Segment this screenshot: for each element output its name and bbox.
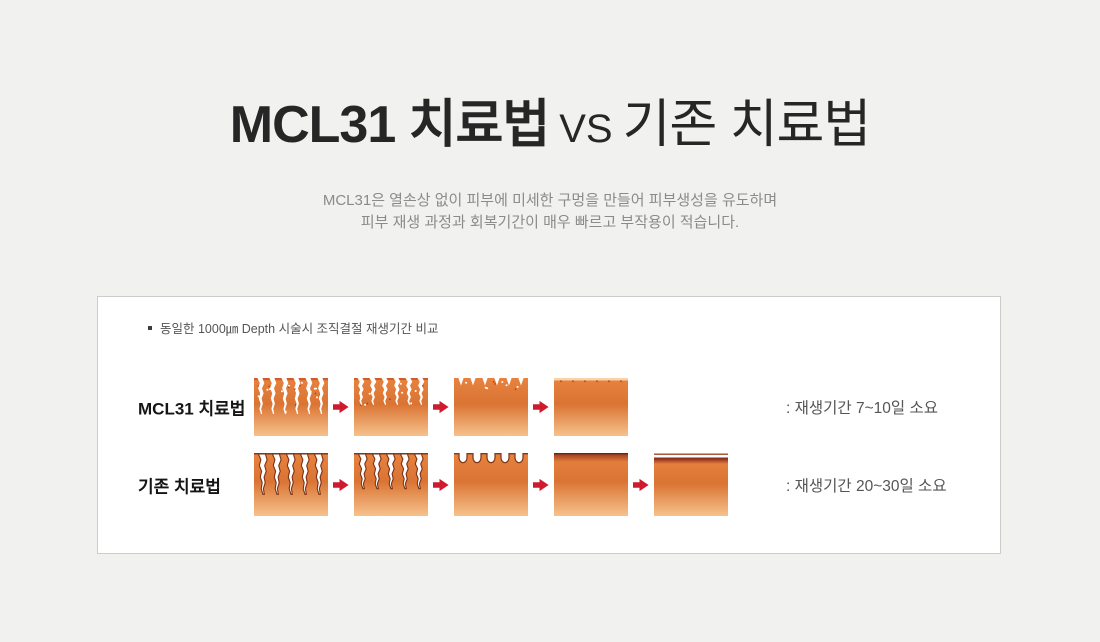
- arrow-right-icon: [428, 378, 454, 436]
- arrow-right-icon: [528, 453, 554, 516]
- skin-stage-healed-smooth: [554, 378, 628, 436]
- arrow-right-icon: [428, 453, 454, 516]
- arrow-right-icon: [328, 378, 354, 436]
- comparison-note-text: 동일한 1000㎛ Depth 시술시 조직결절 재생기간 비교: [160, 322, 439, 336]
- square-bullet-icon: [148, 325, 152, 330]
- treatment-row: 기존 치료법 : 재생기간 20~30일 소요: [98, 453, 1000, 516]
- skin-stage-peeling-crust: [654, 453, 728, 516]
- skin-stage-burn-channels-medium: [354, 453, 428, 516]
- row-label: MCL31 치료법: [138, 399, 246, 419]
- arrow-right-icon: [328, 453, 354, 516]
- skin-stage-micro-holes-healing: [454, 378, 528, 436]
- row-label: 기존 치료법: [138, 477, 221, 496]
- row-result: : 재생기간 7~10일 소요: [786, 400, 938, 417]
- title-existing-treatment: 기존 치료법: [622, 96, 872, 154]
- skin-stage-burn-notches-shallow: [454, 453, 528, 516]
- comparison-panel: 동일한 1000㎛ Depth 시술시 조직결절 재생기간 비교 MCL31 치…: [97, 296, 1001, 554]
- subtitle-line-2: 피부 재생 과정과 회복기간이 매우 빠르고 부작용이 적습니다.: [360, 214, 740, 231]
- stage-sequence: [254, 453, 728, 516]
- arrow-right-icon: [528, 378, 554, 436]
- comparison-note: 동일한 1000㎛ Depth 시술시 조직결절 재생기간 비교: [148, 318, 439, 337]
- subtitle-line-1: MCL31은 열손상 없이 피부에 미세한 구멍을 만들어 피부생성을 유도하며: [322, 192, 778, 209]
- section-subtitle: MCL31은 열손상 없이 피부에 미세한 구멍을 만들어 피부생성을 유도하며…: [0, 190, 1100, 234]
- skin-stage-burn-channels-deep: [254, 453, 328, 516]
- skin-stage-crusted-surface: [554, 453, 628, 516]
- title-vs: VS: [559, 107, 613, 151]
- title-mcl31-treatment: MCL31 치료법: [229, 96, 550, 154]
- arrow-right-icon: [628, 453, 654, 516]
- row-result: : 재생기간 20~30일 소요: [786, 477, 947, 495]
- treatment-row: MCL31 치료법 : 재생기간 7~10일 소요: [98, 378, 1000, 436]
- stage-sequence: [254, 378, 628, 436]
- skin-stage-micro-holes-medium: [354, 378, 428, 436]
- skin-stage-micro-holes-deep: [254, 378, 328, 436]
